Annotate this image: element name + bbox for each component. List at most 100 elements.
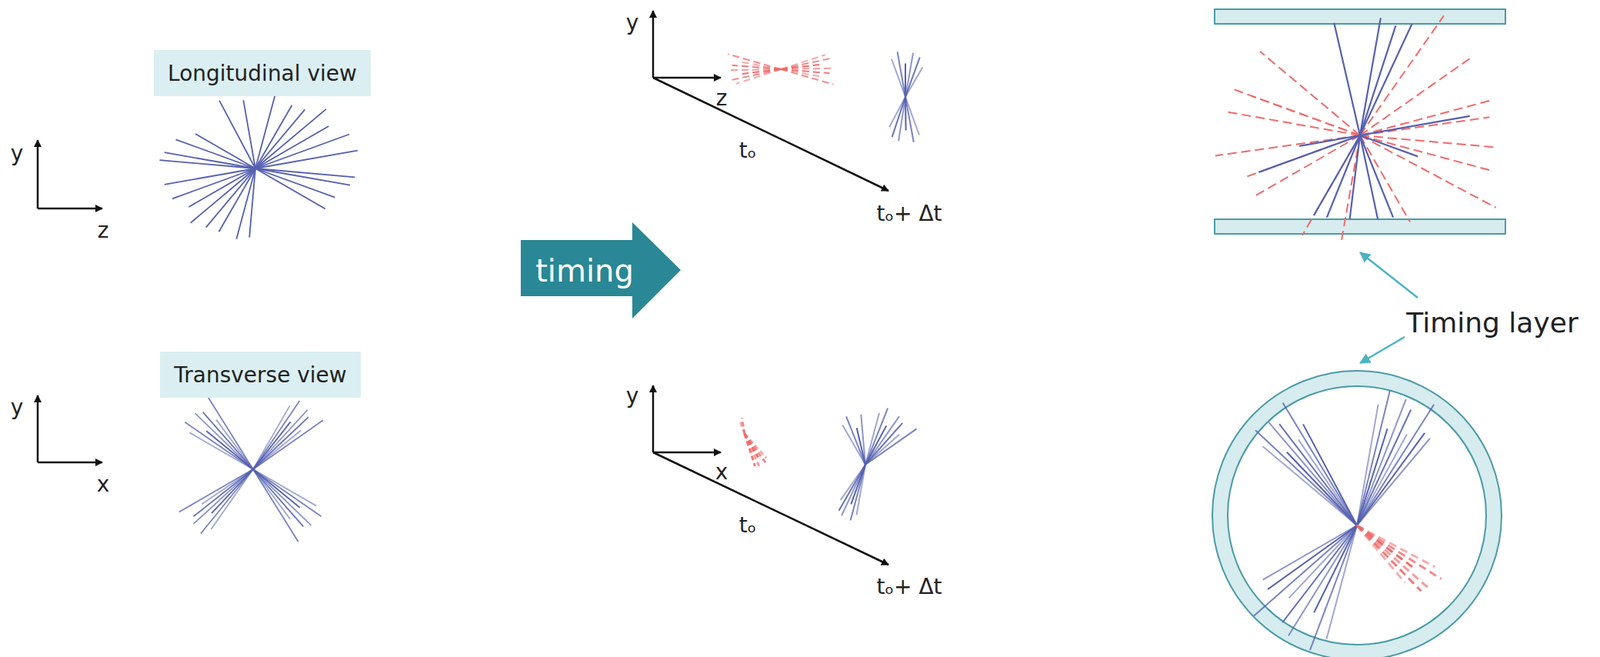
track xyxy=(1298,439,1357,526)
track xyxy=(1289,525,1357,598)
track xyxy=(1286,452,1357,526)
track xyxy=(1356,525,1416,570)
track xyxy=(839,464,867,511)
track xyxy=(1253,525,1357,617)
track xyxy=(1299,135,1360,147)
track xyxy=(193,469,254,517)
track xyxy=(219,168,257,232)
track xyxy=(741,417,745,434)
track xyxy=(253,406,290,470)
track xyxy=(1253,135,1360,197)
track xyxy=(780,54,826,70)
track xyxy=(1263,446,1357,526)
track xyxy=(255,86,278,169)
track xyxy=(200,469,254,534)
track xyxy=(1233,89,1360,136)
track xyxy=(1310,525,1357,650)
track xyxy=(210,469,254,530)
track xyxy=(865,416,900,465)
track xyxy=(732,65,781,70)
track xyxy=(1244,135,1360,178)
track xyxy=(176,139,256,169)
track xyxy=(1258,135,1360,173)
track xyxy=(203,412,254,470)
track xyxy=(1360,17,1381,136)
axis-label: x xyxy=(96,473,110,497)
timing-arrow: timing xyxy=(520,222,681,319)
track xyxy=(1360,116,1470,136)
track xyxy=(179,469,254,513)
track xyxy=(255,168,335,198)
track xyxy=(727,53,781,70)
track xyxy=(865,428,917,465)
track xyxy=(860,414,866,465)
track xyxy=(1283,403,1357,527)
track xyxy=(728,69,781,81)
track xyxy=(1360,99,1494,136)
track xyxy=(1263,525,1357,580)
axis-label: x xyxy=(715,460,729,485)
track xyxy=(780,69,830,74)
track xyxy=(1356,525,1405,583)
track xyxy=(1356,434,1407,527)
track xyxy=(188,168,256,207)
particle-tracks xyxy=(160,15,1499,650)
track xyxy=(1360,15,1444,136)
track xyxy=(1356,525,1442,580)
track xyxy=(780,69,834,85)
track xyxy=(780,57,834,70)
axis-label: tₒ xyxy=(739,513,757,538)
track xyxy=(216,419,254,470)
track xyxy=(207,396,254,470)
track xyxy=(1360,25,1396,136)
track xyxy=(905,66,923,97)
track xyxy=(1356,438,1430,526)
track xyxy=(1223,111,1360,136)
track xyxy=(905,96,914,143)
track xyxy=(236,168,256,240)
track xyxy=(889,96,906,127)
track xyxy=(1279,423,1357,526)
track xyxy=(1260,51,1360,136)
axis-label: y xyxy=(626,11,640,36)
view-title-box: Transverse view xyxy=(160,351,361,398)
track xyxy=(1267,525,1357,590)
track xyxy=(1360,135,1394,218)
track xyxy=(1356,525,1421,591)
track xyxy=(255,168,356,177)
track xyxy=(729,69,781,70)
track xyxy=(744,433,767,459)
track xyxy=(1360,135,1418,157)
track xyxy=(1356,404,1434,526)
track xyxy=(255,105,293,169)
axes xyxy=(37,10,889,565)
node-text: Transverse view xyxy=(173,362,347,388)
track xyxy=(865,434,900,465)
axis-label: z xyxy=(97,219,110,244)
track xyxy=(1356,410,1411,527)
track xyxy=(253,469,299,542)
node-text: Longitudinal view xyxy=(167,60,357,87)
track xyxy=(865,423,903,465)
track xyxy=(253,469,290,520)
track xyxy=(1282,525,1357,623)
axis-label: tₒ xyxy=(739,139,757,164)
track xyxy=(1360,58,1470,136)
track xyxy=(744,433,756,467)
track xyxy=(1360,23,1413,136)
track xyxy=(1360,135,1497,208)
axis-label: y xyxy=(10,142,24,167)
track xyxy=(780,68,833,70)
axis-label: z xyxy=(716,86,728,111)
track xyxy=(1360,135,1378,220)
track xyxy=(897,51,906,97)
track xyxy=(219,100,256,169)
track xyxy=(253,469,300,508)
track xyxy=(190,168,256,224)
axis-label: tₒ+ Δt xyxy=(876,202,942,227)
track xyxy=(736,69,781,84)
axis-label: tₒ+ Δt xyxy=(876,575,942,600)
track xyxy=(1356,399,1407,526)
track xyxy=(255,126,329,169)
